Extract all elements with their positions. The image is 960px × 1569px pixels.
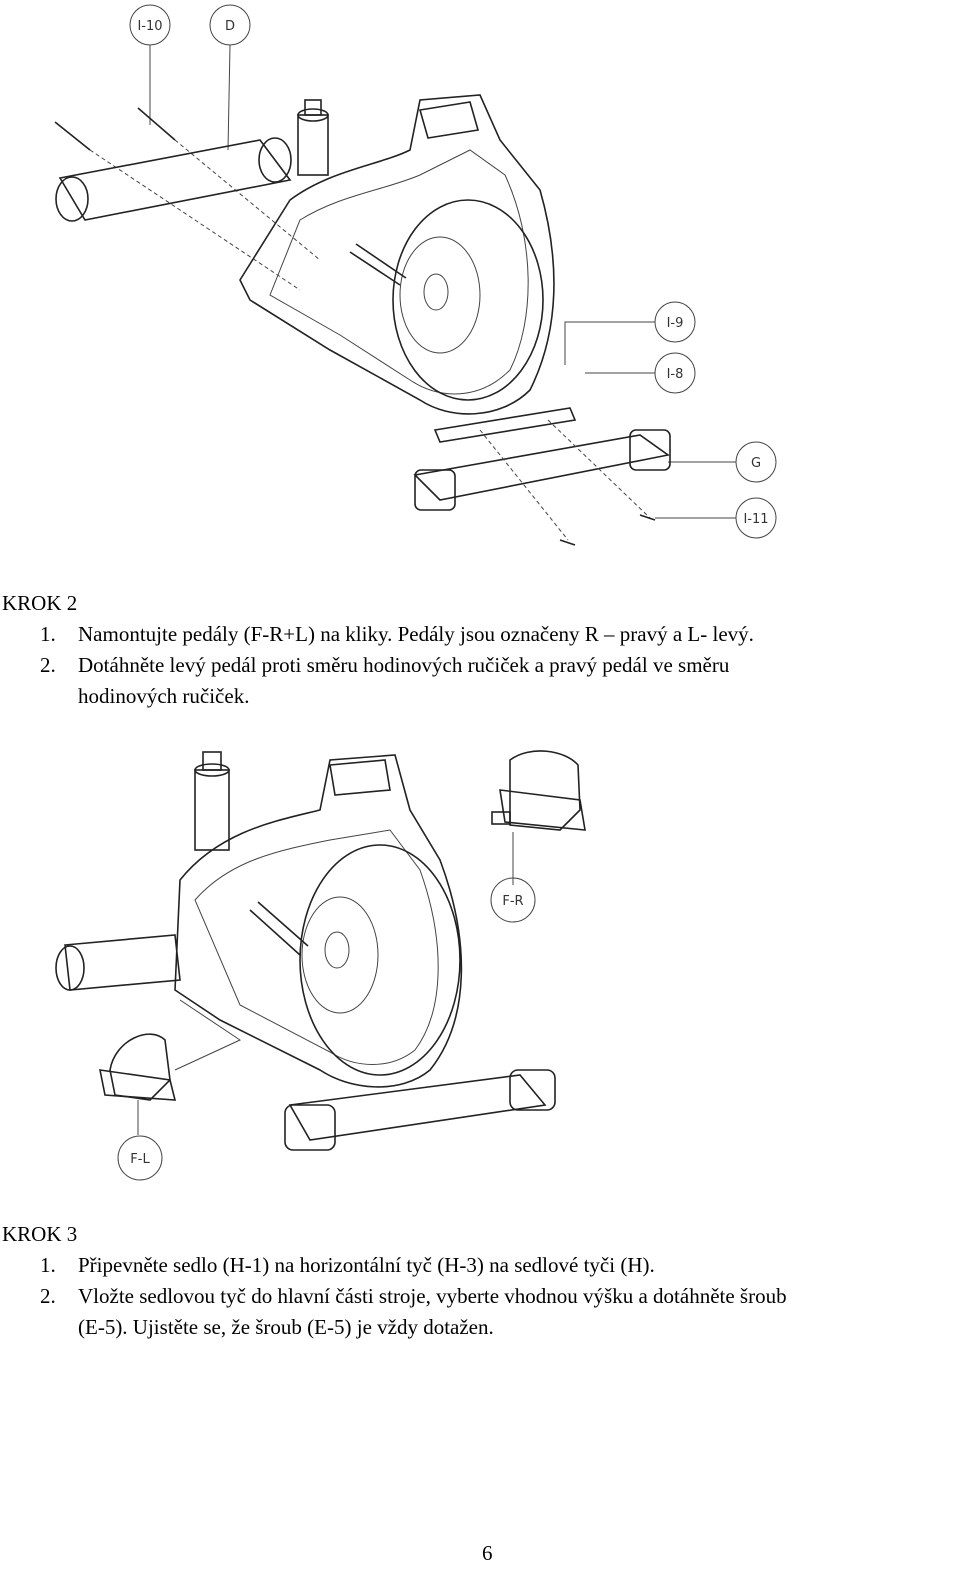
callout-d: D [209, 4, 251, 151]
step2-item-1: 1. Namontujte pedály (F-R+L) na kliky. Pe… [40, 619, 754, 650]
svg-text:D: D [225, 19, 235, 34]
svg-text:I-9: I-9 [667, 316, 684, 331]
step3-item-2-continuation: (E-5). Ujistěte se, že šroub (E-5) je vž… [78, 1315, 494, 1339]
front-stabilizer-tube [55, 137, 292, 222]
step2-heading: KROK 2 [2, 591, 78, 615]
rear-stabilizer-2 [284, 1069, 556, 1151]
front-stabilizer-2 [55, 934, 181, 991]
step2-item-2: 2. Dotáhněte levý pedál proti směru hodin… [40, 650, 729, 681]
step3-item-2-number: 2. [40, 1284, 56, 1308]
svg-text:G: G [751, 456, 761, 471]
assembly-figure-step2: F-R F-L [0, 740, 960, 1210]
step3-item-1: 1. Připevněte sedlo (H-1) na horizontální… [40, 1250, 655, 1281]
svg-text:F-R: F-R [502, 894, 523, 909]
callout-f-r: F-R [490, 877, 536, 923]
assembly-drawing-1: I-10 D I-9 I-8 G I-11 [54, 4, 777, 546]
step3-item-2: 2. Vložte sedlovou tyč do hlavní části st… [40, 1281, 787, 1312]
step2-item-1-number: 1. [40, 622, 56, 646]
assembly-drawing-2: F-R F-L [55, 750, 586, 1181]
step2-item-2-text: Dotáhněte levý pedál proti směru hodinov… [78, 653, 730, 677]
step3-item-2-text: Vložte sedlovou tyč do hlavní části stro… [78, 1284, 787, 1308]
callout-i10: I-10 [129, 4, 171, 125]
step3-item-1-text: Připevněte sedlo (H-1) na horizontální t… [78, 1253, 655, 1277]
seat-post-stub [297, 99, 329, 176]
left-pedal [98, 1033, 177, 1135]
svg-text:I-8: I-8 [667, 367, 684, 382]
right-pedal [491, 750, 586, 885]
main-frame [239, 94, 555, 415]
step3-heading: KROK 3 [2, 1222, 78, 1246]
assembly-figure-step1: I-10 D I-9 I-8 G I-11 [0, 0, 960, 560]
step2-item-1-text: Namontujte pedály (F-R+L) na kliky. Pedá… [78, 622, 754, 646]
svg-text:F-L: F-L [130, 1152, 150, 1167]
step3-item-1-number: 1. [40, 1253, 56, 1277]
step2-item-2-number: 2. [40, 653, 56, 677]
bolt-parts [54, 107, 321, 291]
svg-text:I-10: I-10 [137, 19, 162, 34]
callout-i11: I-11 [655, 497, 777, 539]
rear-stabilizer [413, 407, 671, 546]
callout-i8: I-8 [585, 352, 696, 394]
main-frame-2 [174, 754, 463, 1088]
callout-f-l: F-L [117, 1135, 163, 1181]
callout-g: G [668, 441, 777, 483]
callout-i9: I-9 [564, 301, 696, 365]
step2-item-2-continuation: hodinových ručiček. [78, 684, 250, 708]
seat-post-stub-2 [194, 751, 230, 851]
page-number: 6 [482, 1541, 493, 1565]
svg-text:I-11: I-11 [743, 512, 768, 527]
